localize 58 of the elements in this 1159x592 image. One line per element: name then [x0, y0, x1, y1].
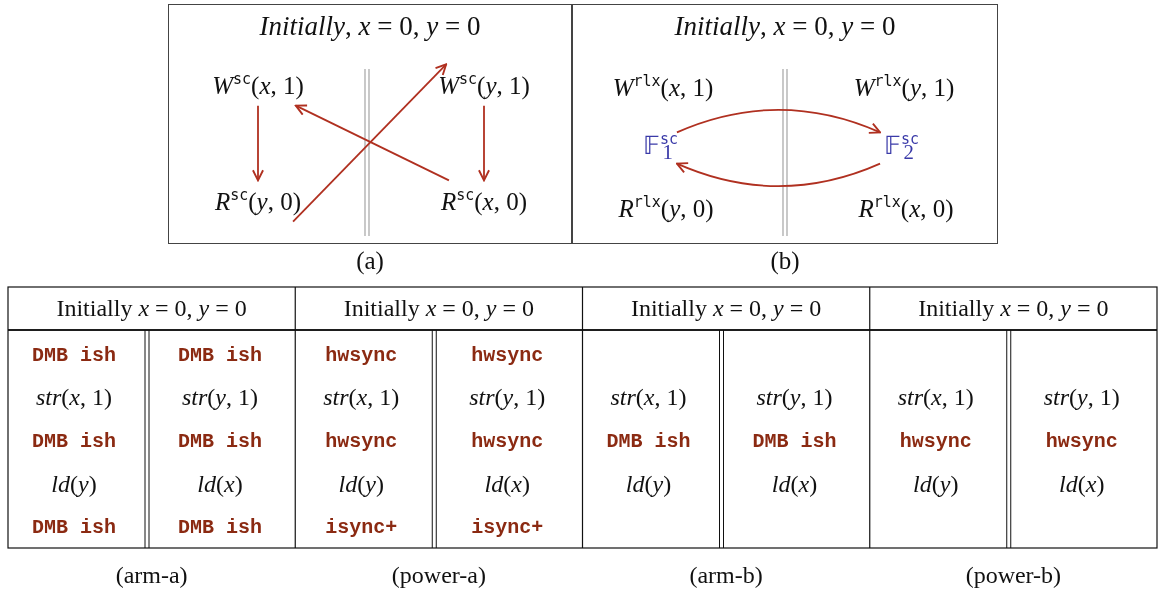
code-instruction: DMB ish — [606, 429, 691, 453]
panel-caption: (b) — [770, 247, 800, 275]
code-instruction: isync+ — [471, 515, 544, 539]
panel-heading: Initially, x = 0, y = 0 — [259, 11, 481, 42]
code-instruction: DMB ish — [178, 515, 262, 539]
code-instruction: hwsync — [471, 429, 544, 453]
event-label: R$^{rlx}$(x, 0) — [854, 187, 958, 229]
table-heading: Initially x = 0, y = 0 — [630, 294, 822, 322]
code-instruction: hwsync — [1045, 429, 1118, 453]
code-instruction: DMB ish — [32, 429, 116, 453]
code-instruction: DMB ish — [178, 429, 262, 453]
event-label: R$^{rlx}$(y, 0) — [614, 187, 718, 229]
math-instruction: ld(x) — [197, 470, 243, 498]
code-instruction: DMB ish — [32, 515, 116, 539]
code-instruction: hwsync — [899, 429, 972, 453]
event-label: W$^{sc}$(y, 1) — [434, 64, 534, 106]
event-label: R$^{sc}$(y, 0) — [210, 180, 306, 222]
panel-heading: Initially, x = 0, y = 0 — [674, 11, 896, 42]
table-caption: (power-b) — [965, 561, 1062, 589]
arrow — [676, 108, 881, 135]
math-instruction: str(y, 1) — [756, 383, 833, 411]
math-instruction: str(y, 1) — [469, 383, 546, 411]
arrow — [292, 63, 448, 223]
event-label: W$^{rlx}$(x, 1) — [608, 66, 718, 108]
event-label: W$^{rlx}$(y, 1) — [849, 66, 959, 108]
math-instruction: ld(x) — [1059, 470, 1105, 498]
table-caption: (arm-a) — [115, 561, 188, 589]
code-instruction: hwsync — [471, 343, 544, 367]
math-instruction: str(x, 1) — [36, 383, 112, 411]
math-instruction: ld(y) — [51, 470, 97, 498]
panel-caption: (a) — [356, 247, 384, 275]
table-heading: Initially x = 0, y = 0 — [56, 294, 247, 322]
code-instruction: isync+ — [325, 515, 398, 539]
arrow — [478, 104, 490, 182]
math-instruction: ld(x) — [484, 470, 530, 498]
table-caption: (power-a) — [391, 561, 486, 589]
code-instruction: DMB ish — [178, 343, 262, 367]
table-heading: Initially x = 0, y = 0 — [343, 294, 535, 322]
arrow — [294, 104, 450, 182]
math-instruction: str(y, 1) — [1043, 383, 1120, 411]
table-heading: Initially x = 0, y = 0 — [918, 294, 1109, 322]
math-instruction: str(y, 1) — [182, 383, 258, 411]
code-instruction: DMB ish — [752, 429, 837, 453]
math-instruction: ld(x) — [771, 470, 818, 498]
math-instruction: str(x, 1) — [897, 383, 974, 411]
math-instruction: ld(y) — [338, 470, 384, 498]
code-instruction: hwsync — [325, 343, 398, 367]
code-instruction: DMB ish — [32, 343, 116, 367]
event-label: W$^{sc}$(x, 1) — [208, 64, 308, 106]
math-instruction: str(x, 1) — [323, 383, 400, 411]
code-instruction: hwsync — [325, 429, 398, 453]
math-instruction: ld(y) — [625, 470, 672, 498]
event-label: R$^{sc}$(x, 0) — [436, 180, 532, 222]
math-instruction: ld(y) — [913, 470, 959, 498]
table-caption: (arm-b) — [689, 561, 763, 589]
math-instruction: str(x, 1) — [610, 383, 687, 411]
arrow — [252, 104, 264, 182]
arrow — [676, 161, 881, 188]
